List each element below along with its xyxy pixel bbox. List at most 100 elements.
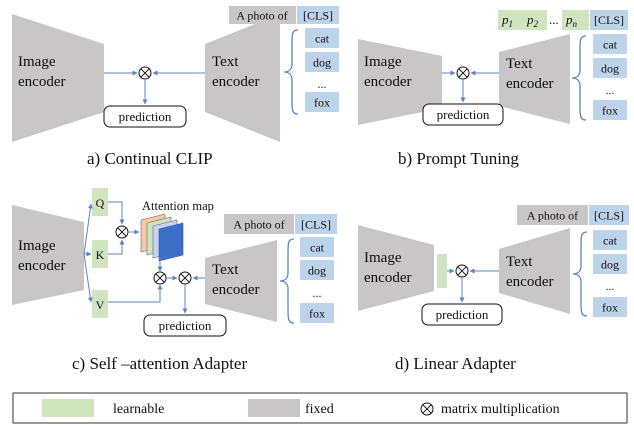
class-box-d-4	[593, 297, 627, 317]
class-text-a-1: cat	[315, 32, 330, 46]
class-text-b-4: fox	[602, 104, 618, 118]
text-encoder-b	[499, 34, 570, 124]
text-encoder-c-label-1: Text	[212, 262, 239, 278]
prompt-token-b-2: p2	[526, 12, 539, 29]
arrow-k-to-mult	[108, 239, 125, 255]
text-encoder-b-label-1: Text	[506, 56, 533, 72]
legend-matrix-mult-icon	[420, 402, 434, 416]
cls-text-d: [CLS]	[594, 209, 624, 223]
image-encoder-c	[12, 205, 84, 305]
matrix-mult-icon-a	[138, 66, 152, 80]
arrow-q-to-mult	[108, 201, 125, 225]
class-text-d-4: fox	[602, 301, 618, 315]
legend-fixed-label: fixed	[305, 402, 334, 417]
prompt-box-a	[229, 6, 296, 24]
class-box-a-2	[305, 52, 339, 72]
cls-text-c: [CLS]	[301, 218, 331, 232]
cls-text-b: [CLS]	[594, 13, 624, 27]
class-box-c-4	[300, 303, 334, 323]
image-encoder-d-label-1: Image	[364, 250, 402, 266]
prompt-token-box-b-1	[498, 10, 547, 30]
image-encoder-a-label-1: Image	[18, 54, 56, 70]
text-encoder-d	[499, 228, 570, 314]
legend-fixed-swatch	[248, 399, 300, 417]
cls-box-c	[295, 214, 337, 234]
cls-box-b	[590, 10, 628, 30]
v-label: V	[96, 298, 105, 312]
class-text-c-3: ...	[313, 286, 322, 300]
attention-map-stack	[140, 213, 184, 262]
prediction-text-d: prediction	[436, 307, 489, 322]
svg-text:p1: p1	[501, 12, 513, 29]
class-box-a-1	[305, 28, 339, 48]
matrix-mult-icon-c-final	[178, 271, 192, 285]
prompt-box-c	[224, 214, 294, 234]
legend-frame	[12, 392, 628, 424]
prediction-text-a: prediction	[119, 109, 172, 124]
image-encoder-b	[358, 39, 442, 125]
attention-map-label: Attention map	[142, 199, 214, 213]
q-label: Q	[96, 196, 105, 210]
prompt-text-c: A photo of	[233, 218, 284, 232]
prompt-token-b-n: pn	[565, 12, 578, 29]
prediction-text-b: prediction	[437, 107, 490, 122]
class-text-b-1: cat	[603, 38, 618, 52]
q-box	[92, 188, 108, 216]
class-text-d-2: dog	[601, 258, 619, 272]
legend-matrix-mult-label: matrix multiplication	[441, 402, 560, 417]
class-text-c-1: cat	[310, 241, 325, 255]
matrix-mult-icon-c-qk	[115, 225, 129, 239]
text-encoder-a	[205, 14, 280, 142]
class-box-b-2	[593, 58, 627, 78]
prediction-box-a	[103, 105, 187, 128]
panel-b: Image encoder Text encoder p1 p2 ... pn …	[358, 10, 628, 168]
text-encoder-d-label-1: Text	[506, 254, 533, 270]
v-box	[92, 290, 108, 318]
text-encoder-b-label-2: encoder	[506, 76, 553, 92]
text-encoder-c-label-2: encoder	[212, 282, 259, 298]
arrow-enc-to-q	[83, 203, 93, 255]
linear-adapter-box	[437, 254, 447, 288]
legend-learnable-label: learnable	[113, 402, 164, 417]
prompt-text-d: A photo of	[527, 209, 578, 223]
brace-d	[572, 231, 588, 317]
text-encoder-a-label-1: Text	[212, 54, 239, 70]
prediction-box-b	[422, 103, 504, 126]
prompt-token-b-1: p1	[501, 12, 513, 29]
prediction-text-c: prediction	[159, 318, 212, 333]
class-box-b-4	[593, 100, 627, 120]
image-encoder-b-label-2: encoder	[364, 74, 411, 90]
class-box-d-2	[593, 254, 627, 274]
brace-b	[571, 35, 587, 121]
brace-c	[279, 238, 295, 324]
caption-b: b) Prompt Tuning	[398, 149, 519, 168]
panel-d: Image encoder Text encoder prediction A …	[358, 205, 629, 373]
caption-d: d) Linear Adapter	[395, 354, 516, 373]
class-box-c-1	[300, 237, 334, 257]
class-text-a-3: ...	[318, 77, 327, 91]
caption-a: a) Continual CLIP	[87, 149, 213, 168]
class-text-d-3: ...	[606, 279, 615, 293]
image-encoder-d	[358, 225, 434, 311]
class-box-b-1	[593, 34, 627, 54]
class-text-a-2: dog	[313, 56, 331, 70]
text-encoder-d-label-2: encoder	[506, 274, 553, 290]
class-text-c-4: fox	[309, 307, 325, 321]
class-text-b-2: dog	[601, 62, 619, 76]
cls-box-d	[589, 205, 629, 225]
class-text-c-2: dog	[308, 264, 326, 278]
k-box	[92, 240, 108, 268]
prompt-token-b-dots: ...	[549, 12, 559, 27]
image-encoder-a-label-2: encoder	[18, 74, 65, 90]
text-encoder-c	[205, 240, 277, 322]
class-box-c-2	[300, 260, 334, 280]
image-encoder-b-label-1: Image	[364, 54, 402, 70]
arrow-v-to-mult	[108, 284, 163, 303]
matrix-mult-icon-b	[456, 66, 470, 80]
class-text-d-1: cat	[603, 234, 618, 248]
matrix-mult-icon-d	[455, 264, 469, 278]
svg-text:pn: pn	[565, 12, 578, 29]
brace-a	[283, 29, 299, 115]
